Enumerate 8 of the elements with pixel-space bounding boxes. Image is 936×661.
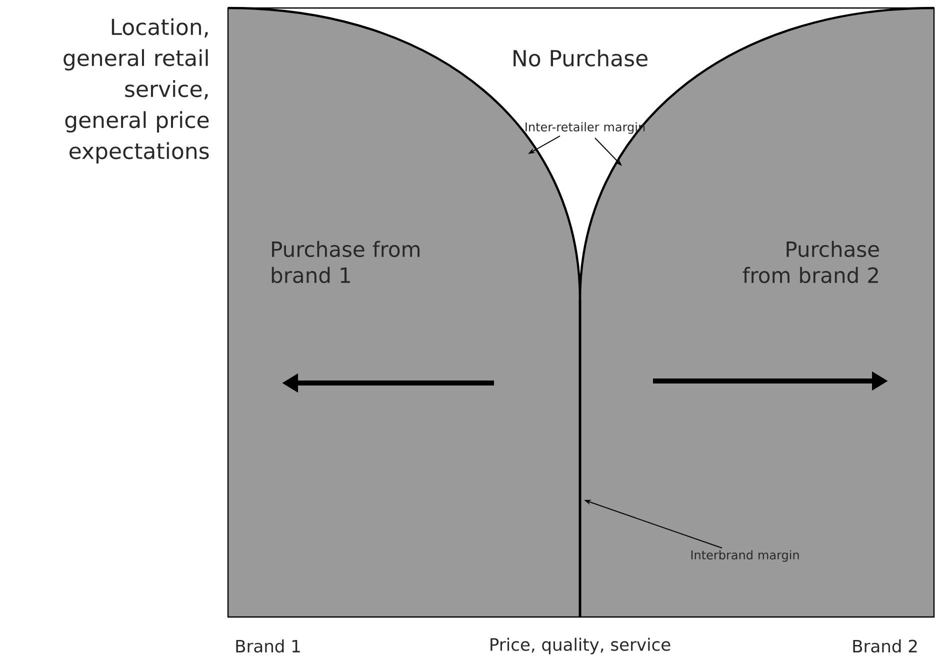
- annotation: Interbrand margin: [691, 550, 799, 562]
- axis-label: Brand 1: [236, 639, 300, 653]
- axis-label: Price, quality, service: [490, 638, 670, 654]
- axis-label: Brand 2: [853, 639, 917, 653]
- axis-label: Location, general retail service, general price expectations: [64, 18, 209, 164]
- region-label: Purchase from brand 2: [742, 240, 879, 284]
- region-label: Purchase from brand 1: [272, 240, 420, 284]
- region-label: No Purchase: [514, 49, 648, 66]
